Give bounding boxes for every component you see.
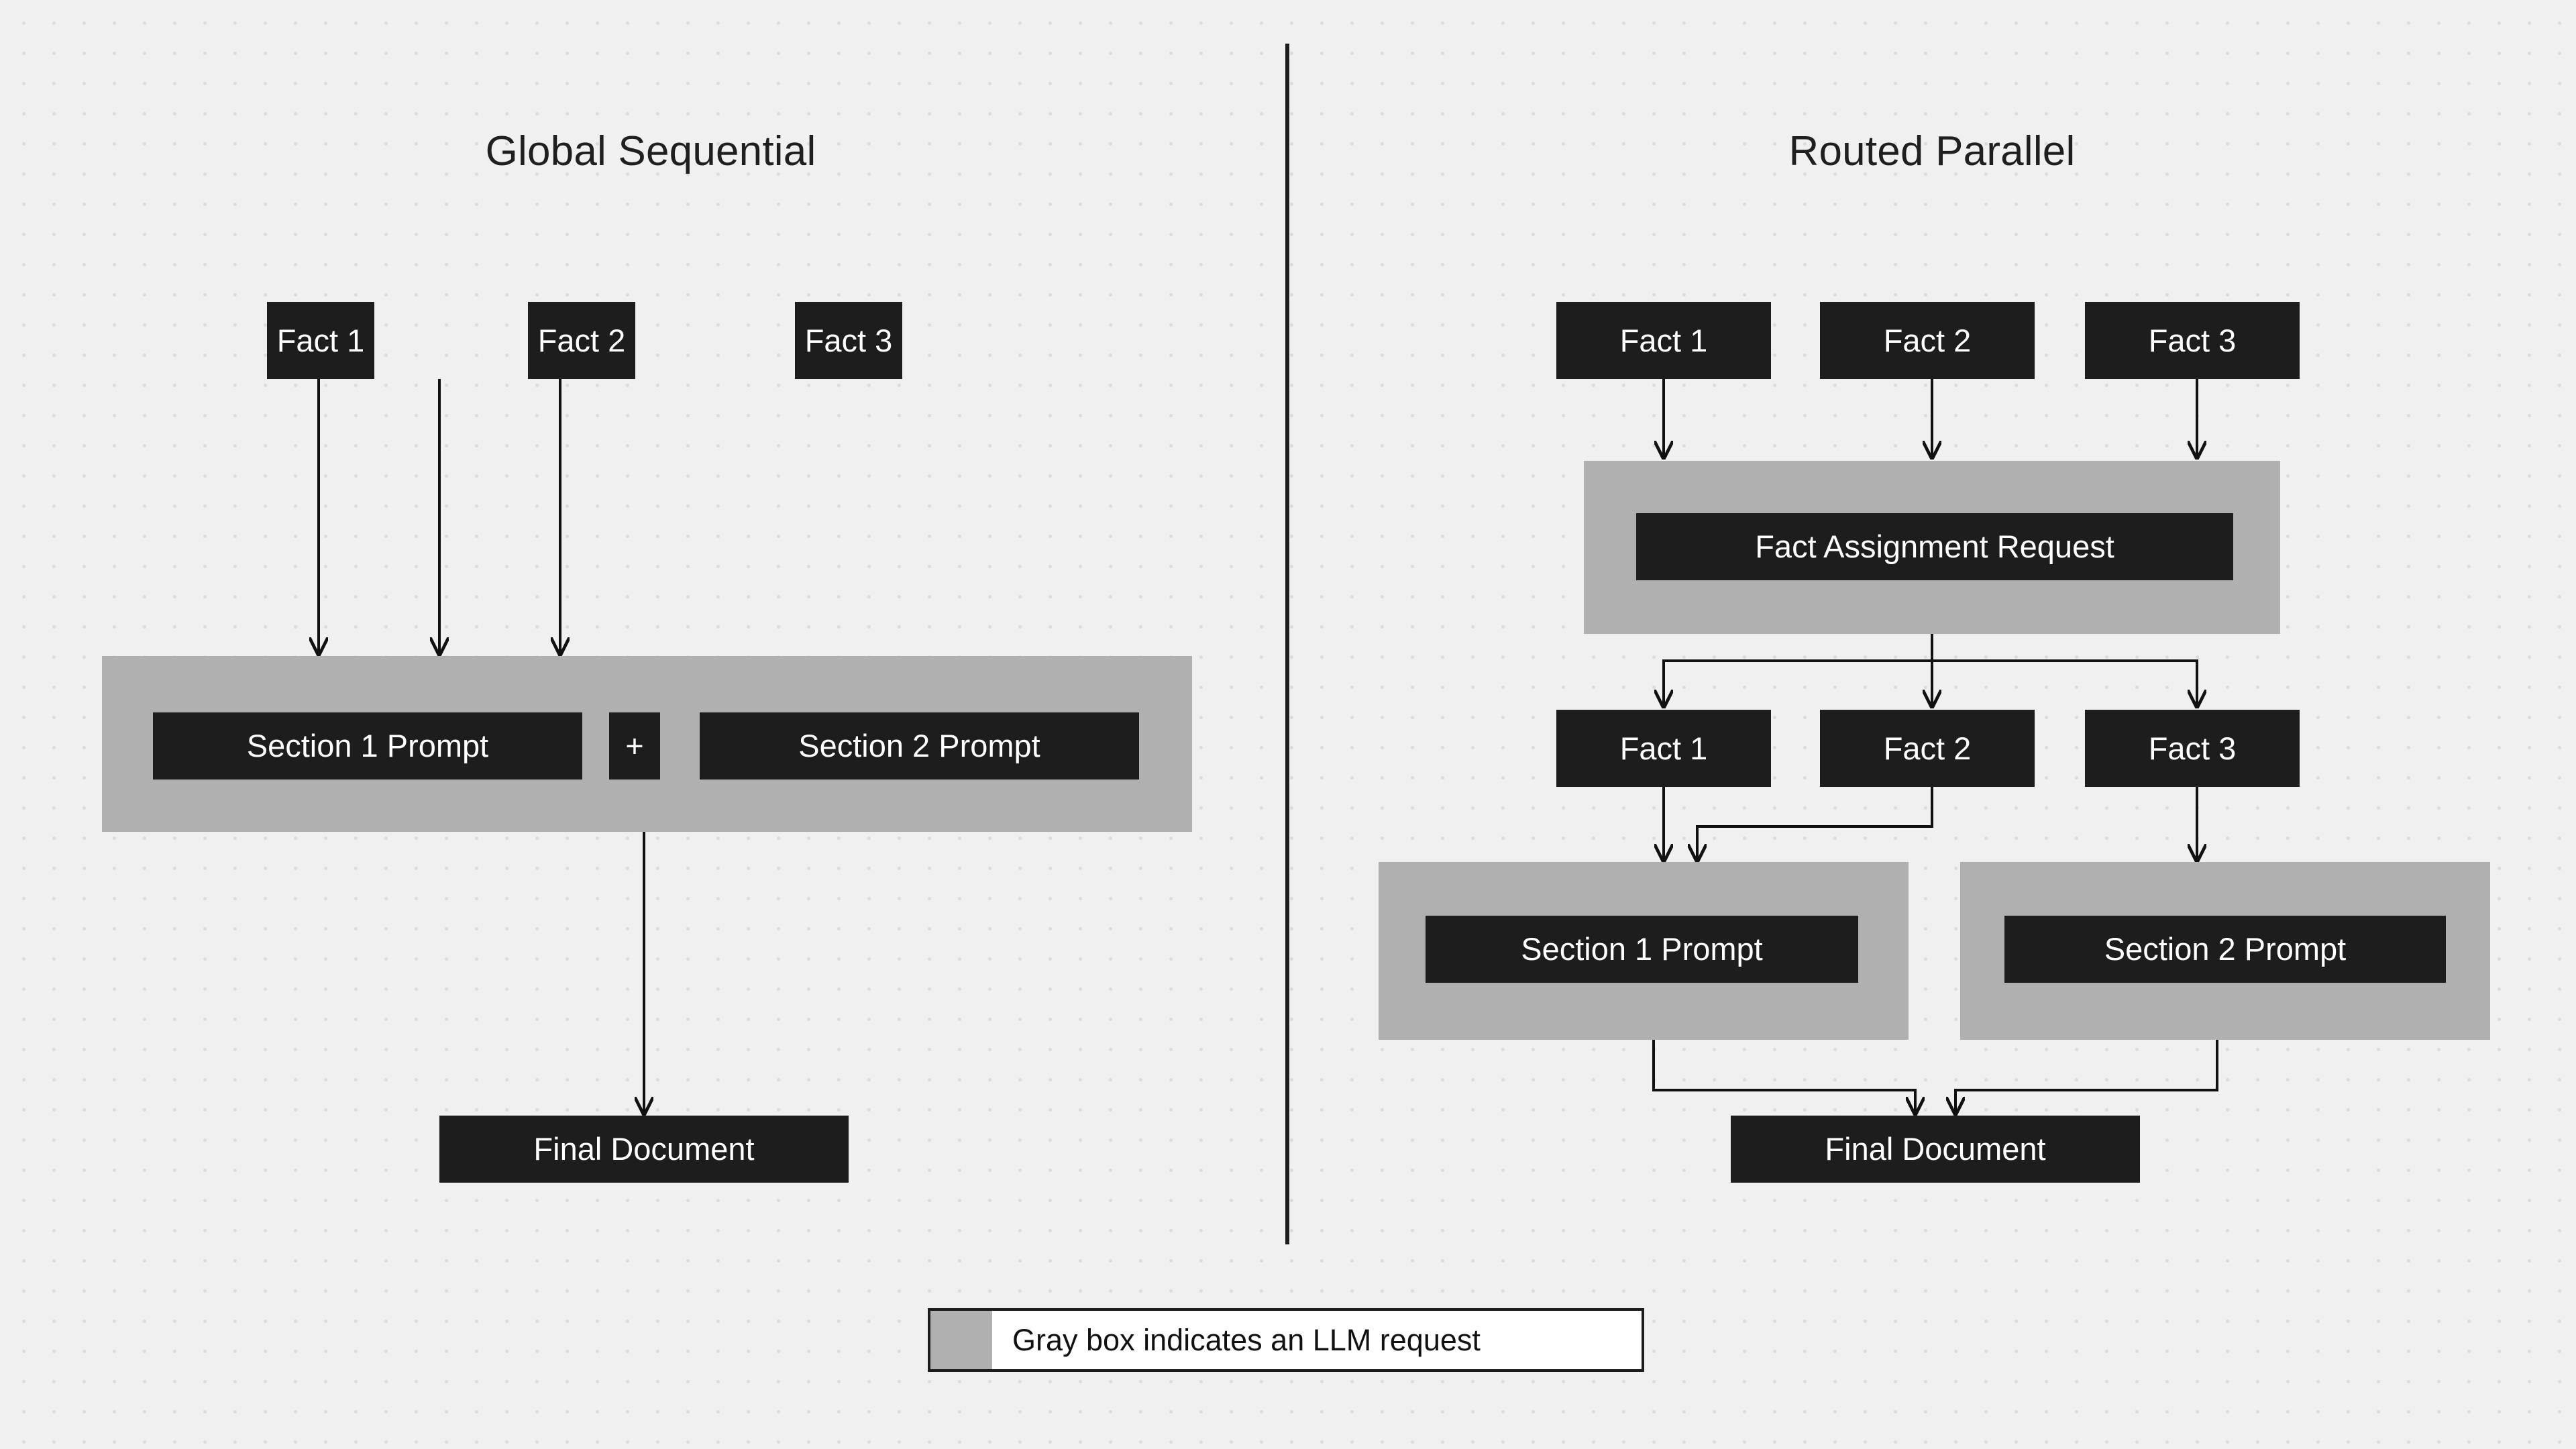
wire-routedfact2-to-section1 xyxy=(1697,786,1933,861)
panel-title-routed-parallel: Routed Parallel xyxy=(1788,128,2076,174)
routed-fact-3-label: Fact 3 xyxy=(2148,730,2237,766)
panel-divider xyxy=(1285,44,1289,1244)
panel-title-global-sequential: Global Sequential xyxy=(485,128,816,174)
left-section-2-prompt-box[interactable]: Section 2 Prompt xyxy=(700,712,1139,780)
legend-label: Gray box indicates an LLM request xyxy=(1012,1322,1481,1357)
legend: Gray box indicates an LLM request xyxy=(928,1308,1644,1372)
left-section-1-prompt-box[interactable]: Section 1 Prompt xyxy=(153,712,582,780)
left-fact-2-box[interactable]: Fact 2 xyxy=(528,302,635,379)
wire-router-to-routedfact1 xyxy=(1664,659,1932,706)
left-section-1-prompt-label: Section 1 Prompt xyxy=(246,728,489,764)
routed-fact-3-box[interactable]: Fact 3 xyxy=(2085,710,2300,787)
routed-fact-1-box[interactable]: Fact 1 xyxy=(1556,710,1771,787)
routed-fact-2-label: Fact 2 xyxy=(1883,730,1972,766)
left-section-2-prompt-label: Section 2 Prompt xyxy=(798,728,1040,764)
legend-gray-swatch xyxy=(930,1311,992,1369)
routed-fact-2-box[interactable]: Fact 2 xyxy=(1820,710,2035,787)
right-section-1-prompt-box[interactable]: Section 1 Prompt xyxy=(1426,916,1858,983)
wire-section1-to-final xyxy=(1652,1040,1915,1114)
left-fact-3-box[interactable]: Fact 3 xyxy=(795,302,902,379)
wire-router-to-routedfact3 xyxy=(1932,659,2197,706)
fact-assignment-request-label-box[interactable]: Fact Assignment Request xyxy=(1636,513,2233,580)
left-fact-3-label: Fact 3 xyxy=(804,322,893,358)
left-plus-label: + xyxy=(625,728,644,764)
right-fact-2-box[interactable]: Fact 2 xyxy=(1820,302,2035,379)
routed-fact-1-label: Fact 1 xyxy=(1619,730,1708,766)
right-fact-1-label: Fact 1 xyxy=(1619,322,1708,358)
right-fact-2-label: Fact 2 xyxy=(1883,322,1972,358)
right-section-2-prompt-box[interactable]: Section 2 Prompt xyxy=(2004,916,2446,983)
right-section-2-prompt-label: Section 2 Prompt xyxy=(2104,931,2347,967)
left-fact-2-label: Fact 2 xyxy=(537,322,626,358)
right-final-document-label: Final Document xyxy=(1825,1131,2046,1167)
right-fact-3-box[interactable]: Fact 3 xyxy=(2085,302,2300,379)
left-plus-box: + xyxy=(609,712,660,780)
fact-assignment-request-label: Fact Assignment Request xyxy=(1755,529,2114,565)
right-fact-3-label: Fact 3 xyxy=(2148,322,2237,358)
left-final-document-box[interactable]: Final Document xyxy=(439,1116,849,1183)
left-fact-1-label: Fact 1 xyxy=(276,322,365,358)
wire-section2-to-final xyxy=(1955,1040,2218,1114)
right-fact-1-box[interactable]: Fact 1 xyxy=(1556,302,1771,379)
right-section-1-prompt-label: Section 1 Prompt xyxy=(1521,931,1763,967)
right-final-document-box[interactable]: Final Document xyxy=(1731,1116,2140,1183)
left-final-document-label: Final Document xyxy=(533,1131,755,1167)
left-fact-1-box[interactable]: Fact 1 xyxy=(267,302,374,379)
